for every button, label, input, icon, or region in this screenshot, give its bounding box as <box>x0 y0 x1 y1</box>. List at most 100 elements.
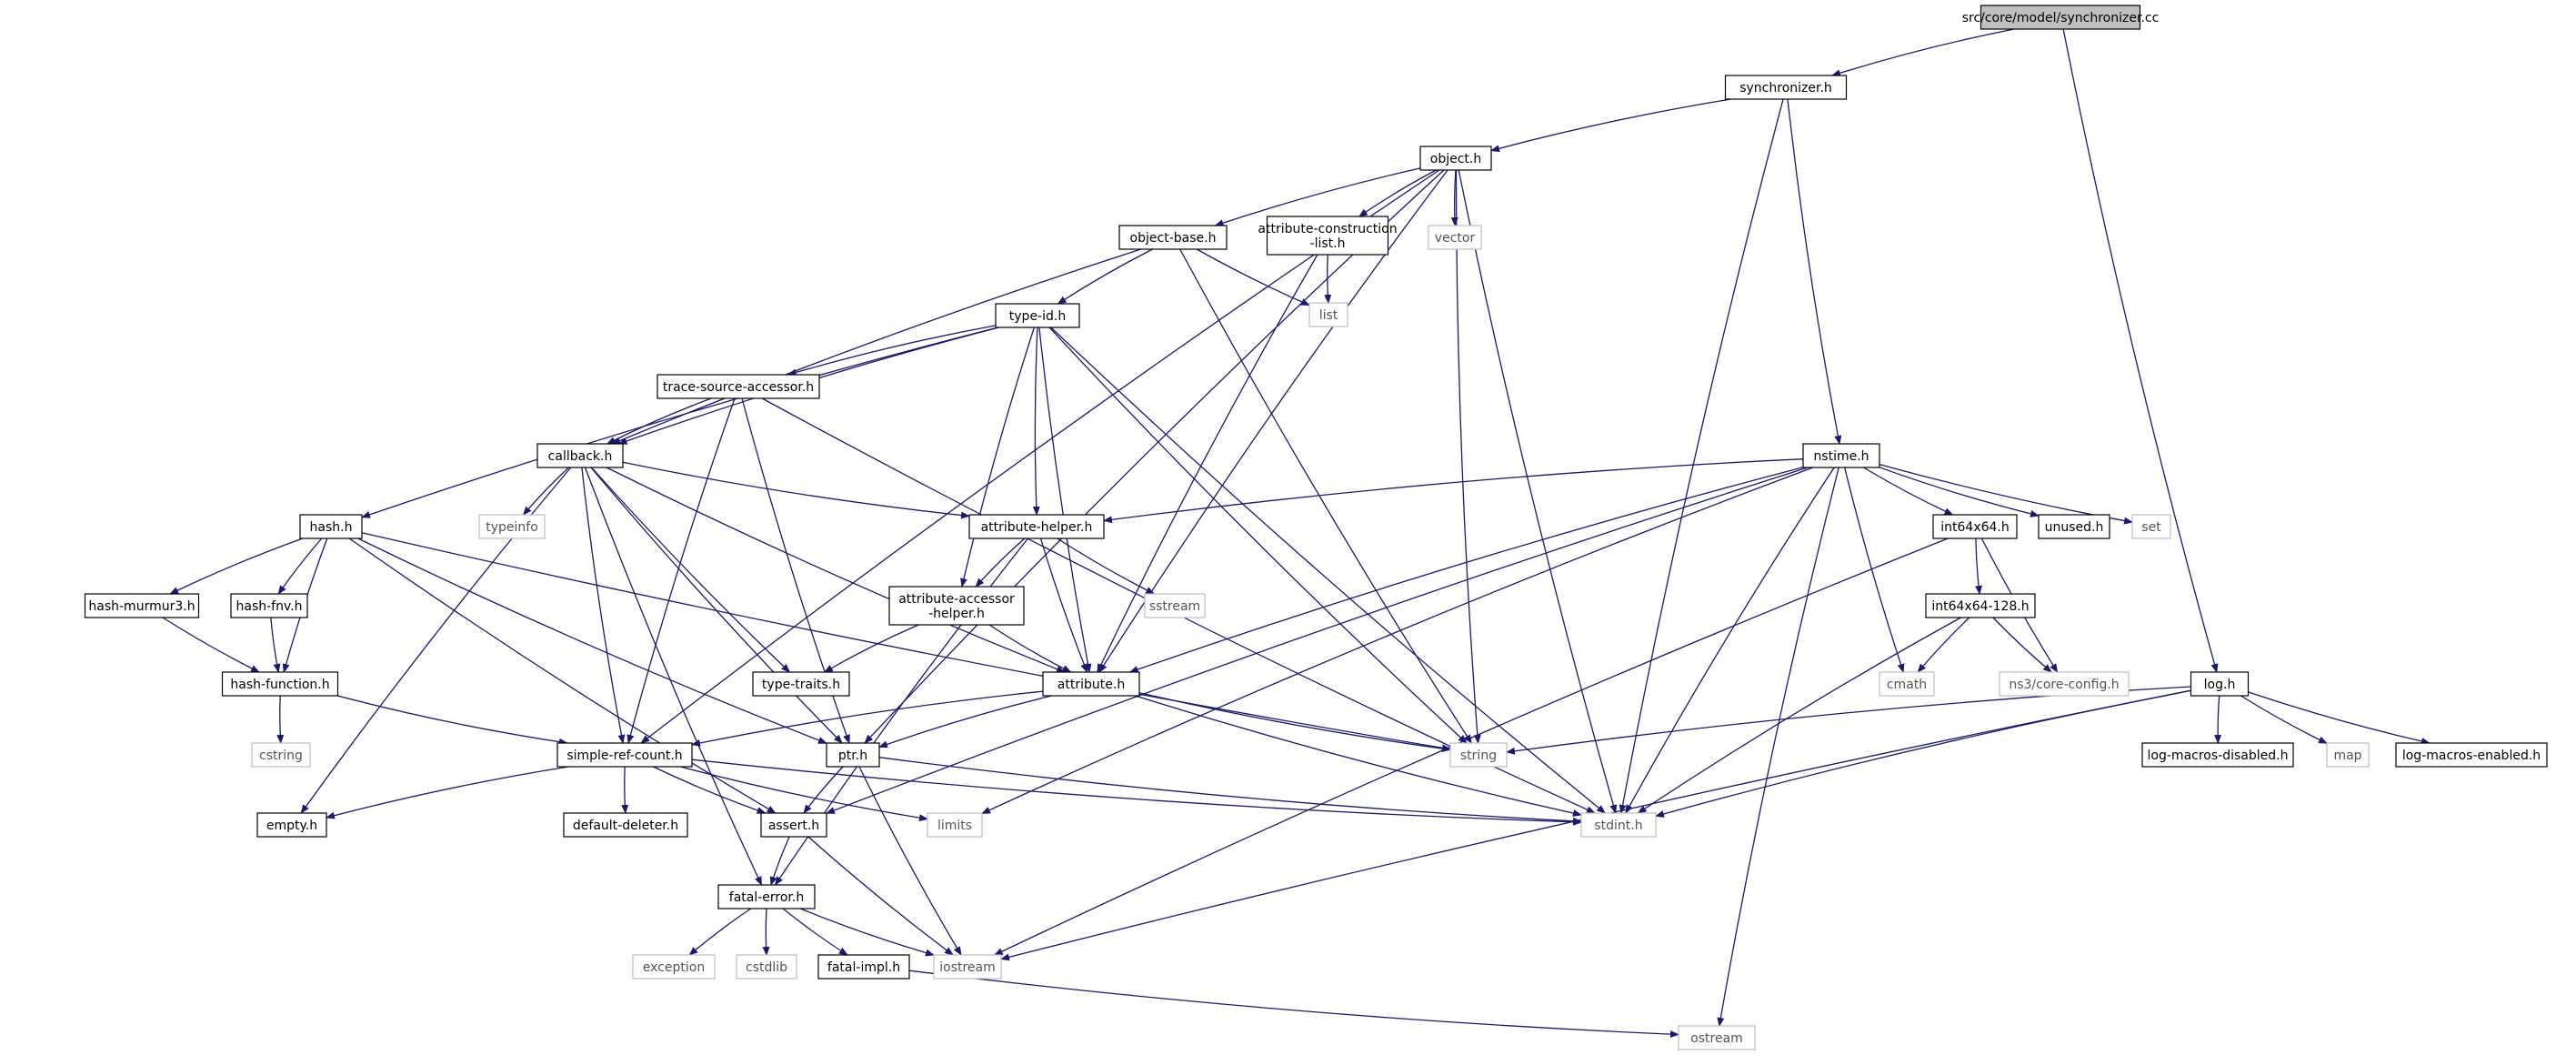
node-box <box>1428 225 1482 250</box>
edge-src-to-defdel <box>621 766 629 814</box>
node-attribute[interactable]: attribute.h <box>1042 671 1140 697</box>
edge-nstime-to-unused <box>1879 467 2040 517</box>
node-box <box>717 884 816 909</box>
node-box <box>826 742 880 768</box>
edge-hash-to-fnv <box>277 538 323 595</box>
node-unused[interactable]: unused.h <box>2038 514 2110 539</box>
node-hashfn[interactable]: hash-function.h <box>221 671 339 697</box>
node-object[interactable]: object.h <box>1419 146 1492 171</box>
node-logen[interactable]: log-macros-enabled.h <box>2395 742 2548 768</box>
edge-int64-to-int128 <box>1975 538 1982 595</box>
node-stdint: stdint.h <box>1580 812 1657 838</box>
node-typeid[interactable]: type-id.h <box>995 303 1080 328</box>
node-label: log-macros-disabled.h <box>2148 749 2289 763</box>
edge-hash-to-ptr <box>357 538 827 744</box>
node-typetraits[interactable]: type-traits.h <box>752 671 850 697</box>
node-box <box>1879 671 1935 697</box>
edge-nstime-to-attrhelper <box>1103 458 1804 524</box>
node-label: string <box>1460 749 1497 763</box>
edge-nstime-to-assert <box>826 467 1809 814</box>
node-attracc[interactable]: attribute-accessor-helper.h <box>888 586 1025 626</box>
node-log[interactable]: log.h <box>2190 671 2250 697</box>
edge-objbase-to-string <box>1179 248 1472 744</box>
edge-callback-to-empty <box>300 467 572 814</box>
node-hash[interactable]: hash.h <box>299 514 363 539</box>
node-label: typeinfo <box>486 520 538 535</box>
edge-typeid-to-attrhelper <box>1032 327 1040 516</box>
node-label: fatal-impl.h <box>827 960 900 975</box>
edge-int128-to-cmath <box>1917 617 1970 673</box>
edge-log-to-logen <box>2248 691 2431 745</box>
edge-object-to-attrcons <box>1358 169 1437 217</box>
node-label: exception <box>643 960 705 975</box>
node-int128[interactable]: int64x64-128.h <box>1925 593 2036 618</box>
edge-attrhelper-to-attribute <box>1039 538 1088 673</box>
edge-tsa-to-ptr <box>741 397 850 744</box>
node-ptr[interactable]: ptr.h <box>826 742 880 768</box>
node-box <box>752 671 850 697</box>
edge-objbase-to-list <box>1196 248 1310 306</box>
node-box <box>2038 514 2110 539</box>
edge-assert-to-fatal <box>769 836 790 886</box>
node-defdel[interactable]: default-deleter.h <box>563 812 688 838</box>
node-label: hash-function.h <box>230 678 329 692</box>
node-label: hash-murmur3.h <box>88 599 195 614</box>
node-tsa[interactable]: trace-source-accessor.h <box>657 374 820 399</box>
node-box <box>478 514 546 539</box>
node-label: int64x64.h <box>1940 520 2010 535</box>
node-box <box>2141 742 2294 768</box>
node-src[interactable]: simple-ref-count.h <box>556 742 693 768</box>
node-empty[interactable]: empty.h <box>256 812 327 838</box>
node-attrcons[interactable]: attribute-construction-list.h <box>1258 216 1398 256</box>
node-nstime[interactable]: nstime.h <box>1802 443 1880 468</box>
edge-assert-to-iostream <box>807 836 954 956</box>
node-label: map <box>2333 749 2361 763</box>
node-label: cmath <box>1887 678 1927 692</box>
node-box <box>1678 1025 1756 1050</box>
node-objbase[interactable]: object-base.h <box>1118 225 1228 250</box>
nodes-layer: src/core/model/synchronizer.cc synchroniz… <box>84 5 2548 1050</box>
edge-attracc-to-attribute <box>988 624 1072 673</box>
node-attrhelper[interactable]: attribute-helper.h <box>968 514 1105 539</box>
node-label: limits <box>937 819 972 833</box>
node-murmur[interactable]: hash-murmur3.h <box>84 593 200 618</box>
node-assert[interactable]: assert.h <box>760 812 827 838</box>
node-label: callback.h <box>548 449 613 464</box>
node-int64[interactable]: int64x64.h <box>1932 514 2018 539</box>
node-fnv[interactable]: hash-fnv.h <box>230 593 308 618</box>
node-box <box>888 586 1025 626</box>
node-box <box>563 812 688 838</box>
node-fatal[interactable]: fatal-error.h <box>717 884 816 909</box>
edge-callback-to-attribute <box>606 467 1066 673</box>
node-sync[interactable]: synchronizer.h <box>1724 75 1848 100</box>
node-box <box>657 374 820 399</box>
node-label: type-id.h <box>1009 309 1066 324</box>
node-label: -helper.h <box>928 607 985 621</box>
node-fatalimpl[interactable]: fatal-impl.h <box>817 954 910 980</box>
edge-root-to-log <box>2062 28 2219 673</box>
node-coreconfig: ns3/core-config.h <box>1999 671 2130 697</box>
edge-attracc-to-typetraits <box>823 624 919 673</box>
edge-hash-to-string <box>361 532 1451 752</box>
edge-src-to-limits <box>680 766 928 822</box>
node-box <box>2131 514 2171 539</box>
edge-typeid-to-stdint <box>1050 327 1606 814</box>
node-label: cstring <box>259 749 303 763</box>
node-label: src/core/model/synchronizer.cc <box>1962 11 2160 25</box>
node-logdis[interactable]: log-macros-disabled.h <box>2141 742 2294 768</box>
node-label: assert.h <box>768 819 819 833</box>
node-box <box>251 742 311 768</box>
node-box <box>1932 514 2018 539</box>
node-label: simple-ref-count.h <box>566 749 682 763</box>
edge-root-to-sync <box>1831 28 2015 77</box>
node-callback[interactable]: callback.h <box>536 443 624 468</box>
edge-int64-to-iostream <box>993 538 1949 956</box>
edge-nstime-to-ostream <box>1717 467 1839 1027</box>
node-box <box>995 303 1080 328</box>
edge-hash-to-assert <box>348 538 777 814</box>
node-root[interactable]: src/core/model/synchronizer.cc <box>1962 5 2160 30</box>
node-box <box>1580 812 1657 838</box>
node-list: list <box>1308 302 1348 327</box>
edge-sync-to-stdint <box>1619 98 1784 814</box>
